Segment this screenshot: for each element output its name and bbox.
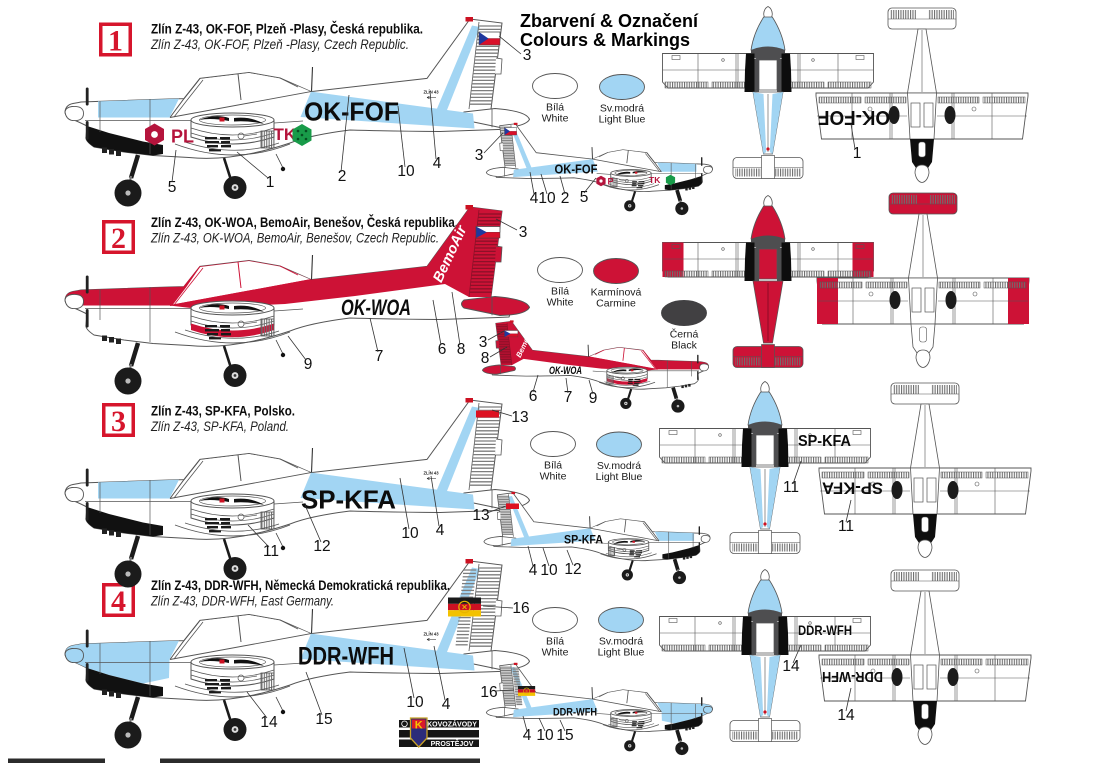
svg-text:6: 6 (529, 388, 538, 405)
svg-text:4: 4 (442, 696, 451, 713)
svg-text:4: 4 (436, 522, 445, 539)
svg-text:10: 10 (406, 694, 424, 711)
svg-text:Zlín Z-43, DDR-WFH, Německá De: Zlín Z-43, DDR-WFH, Německá Demokratická… (151, 578, 450, 593)
svg-text:DDR-WFH: DDR-WFH (798, 622, 852, 638)
svg-text:Colours & Markings: Colours & Markings (520, 30, 690, 50)
svg-text:Zlín Z-43, OK-WOA, BemoAir, Be: Zlín Z-43, OK-WOA, BemoAir, Benešov, Čes… (151, 213, 458, 230)
svg-text:14: 14 (260, 714, 278, 731)
svg-text:White: White (547, 297, 574, 309)
svg-text:3: 3 (519, 224, 528, 241)
svg-text:12: 12 (313, 538, 330, 555)
svg-text:10: 10 (540, 562, 558, 579)
svg-text:3: 3 (479, 334, 488, 351)
svg-text:4: 4 (111, 585, 126, 618)
svg-text:Zlín Z-43, OK-FOF, Plzeň -Plas: Zlín Z-43, OK-FOF, Plzeň -Plasy, Czech R… (150, 37, 409, 52)
svg-text:Zbarvení & Označení: Zbarvení & Označení (520, 11, 699, 31)
svg-text:Light Blue: Light Blue (599, 114, 646, 126)
svg-text:3: 3 (523, 47, 532, 64)
svg-text:K: K (415, 720, 423, 732)
svg-text:11: 11 (783, 479, 799, 496)
svg-text:DDR-WFH: DDR-WFH (822, 668, 883, 685)
svg-text:10: 10 (397, 163, 415, 180)
svg-text:SP-KFA: SP-KFA (564, 535, 603, 547)
svg-text:10: 10 (538, 190, 556, 207)
svg-text:15: 15 (556, 727, 573, 744)
svg-text:2: 2 (111, 222, 126, 255)
svg-text:16: 16 (480, 684, 497, 701)
svg-text:Zlín Z-43, OK-FOF, Plzeň -Plas: Zlín Z-43, OK-FOF, Plzeň -Plasy, Česká r… (151, 20, 423, 37)
svg-text:6: 6 (438, 341, 447, 358)
svg-text:13: 13 (511, 409, 528, 426)
svg-text:KOVOZÁVODY: KOVOZÁVODY (427, 719, 477, 728)
svg-text:10: 10 (536, 727, 554, 744)
svg-text:ZLÍN 43: ZLÍN 43 (423, 632, 439, 637)
svg-text:PL: PL (171, 127, 194, 147)
svg-text:Light Blue: Light Blue (596, 471, 643, 483)
svg-text:White: White (542, 113, 569, 125)
svg-text:1: 1 (108, 25, 123, 58)
svg-text:PROSTĚJOV: PROSTĚJOV (431, 739, 474, 748)
svg-text:ZLÍN 43: ZLÍN 43 (437, 289, 450, 294)
svg-text:ZLÍN 43: ZLÍN 43 (423, 471, 439, 476)
svg-text:4: 4 (530, 190, 539, 207)
svg-text:Zlín Z-43, OK-WOA, BemoAir, Be: Zlín Z-43, OK-WOA, BemoAir, Benešov, Cze… (150, 231, 439, 246)
svg-text:Zlín Z-43, SP-KFA, Poland.: Zlín Z-43, SP-KFA, Poland. (150, 419, 289, 434)
svg-text:OK-WOA: OK-WOA (341, 295, 411, 320)
svg-text:TK: TK (649, 175, 661, 185)
svg-text:8: 8 (481, 350, 490, 367)
svg-text:OK-WOA: OK-WOA (549, 365, 582, 377)
svg-text:White: White (542, 647, 569, 659)
svg-text:3: 3 (475, 147, 484, 164)
svg-text:White: White (540, 471, 567, 483)
svg-text:Light Blue: Light Blue (598, 647, 645, 659)
svg-text:2: 2 (338, 168, 347, 185)
svg-text:P: P (608, 177, 614, 187)
svg-text:14: 14 (782, 658, 800, 675)
svg-text:DDR-WFH: DDR-WFH (553, 707, 597, 719)
svg-text:4: 4 (529, 562, 538, 579)
svg-text:OK-FOF: OK-FOF (304, 97, 399, 127)
svg-text:12: 12 (564, 561, 581, 578)
svg-text:Carmine: Carmine (596, 298, 636, 310)
svg-text:Zlín Z-43, SP-KFA, Polsko.: Zlín Z-43, SP-KFA, Polsko. (151, 404, 295, 419)
svg-text:Zlín Z-43, DDR-WFH, East Germa: Zlín Z-43, DDR-WFH, East Germany. (150, 594, 334, 609)
svg-text:4: 4 (523, 727, 532, 744)
svg-text:10: 10 (401, 525, 419, 542)
svg-text:5: 5 (580, 189, 589, 206)
svg-text:16: 16 (512, 600, 529, 617)
svg-text:3: 3 (111, 405, 126, 438)
svg-text:11: 11 (263, 543, 279, 560)
svg-text:OK-FOF: OK-FOF (555, 163, 598, 177)
svg-text:SP-KFA: SP-KFA (798, 433, 851, 450)
svg-text:1: 1 (266, 174, 275, 191)
svg-text:8: 8 (457, 341, 466, 358)
svg-text:15: 15 (315, 711, 332, 728)
svg-text:Black: Black (671, 340, 697, 352)
svg-text:OK-FOF: OK-FOF (818, 106, 890, 128)
svg-text:SP-KFA: SP-KFA (301, 485, 396, 515)
svg-text:13: 13 (472, 507, 489, 524)
svg-text:ZLÍN 43: ZLÍN 43 (423, 90, 439, 95)
svg-text:4: 4 (433, 155, 442, 172)
svg-text:SP-KFA: SP-KFA (822, 479, 883, 498)
svg-text:1: 1 (853, 145, 862, 162)
svg-text:7: 7 (375, 348, 384, 365)
svg-text:DDR-WFH: DDR-WFH (298, 643, 394, 671)
